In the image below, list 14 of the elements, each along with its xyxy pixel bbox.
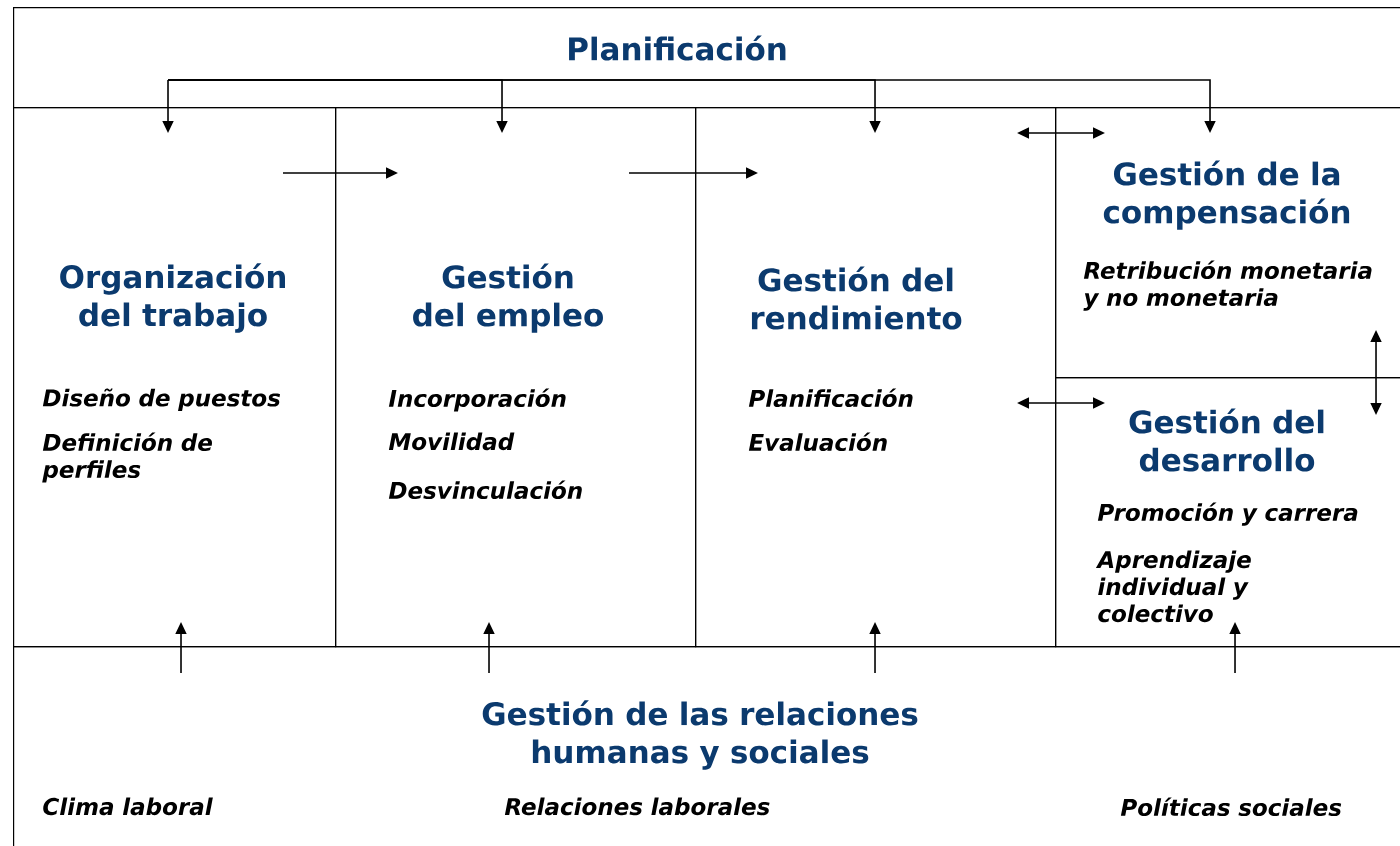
section-box: Planificación xyxy=(13,7,1400,109)
item-text: Retribución monetaria y no monetaria xyxy=(1083,260,1372,311)
item-text: Desvinculación xyxy=(388,480,582,500)
item-text: Planificación xyxy=(748,388,913,408)
item-text: Movilidad xyxy=(388,432,515,451)
item-text: Relaciones laborales xyxy=(504,797,770,816)
item-text: Políticas sociales xyxy=(1120,797,1342,817)
item-text: Diseño de puestos xyxy=(42,388,281,412)
item-text: Definición de perfiles xyxy=(42,432,212,483)
item-text: Aprendizaje individual y colectivo xyxy=(1095,550,1251,623)
item-text: Incorporación xyxy=(388,388,566,412)
item-text: Clima laboral xyxy=(43,797,213,816)
item-text: Evaluación xyxy=(748,432,887,452)
item-text: Promoción y carrera xyxy=(1097,502,1358,526)
